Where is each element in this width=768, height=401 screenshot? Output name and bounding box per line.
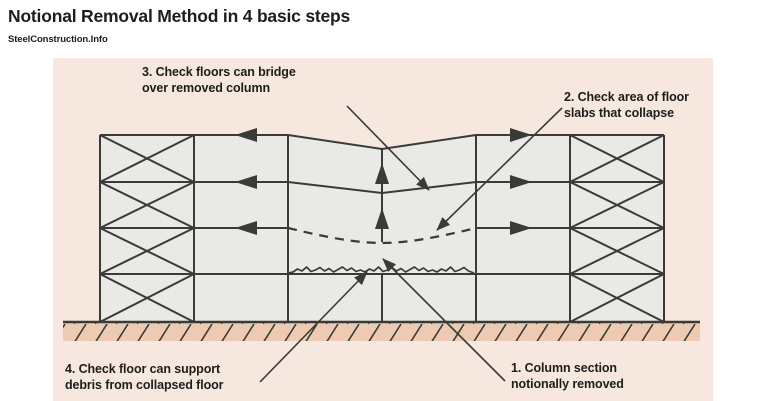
ground-hatch <box>63 320 700 341</box>
right-arrow-icon <box>510 128 532 142</box>
left-arrow-icon <box>235 175 257 189</box>
up-arrow-icon <box>375 163 389 184</box>
floor3-line <box>100 181 664 195</box>
right-arrow-icon <box>510 175 532 189</box>
right-arrow-icon <box>510 221 532 235</box>
braced-bay-right <box>569 134 665 323</box>
annotation-step1: 1. Column section notionally removed <box>511 361 624 391</box>
leader-lines <box>259 105 563 383</box>
leader-step1 <box>382 258 506 382</box>
annotation-step3: 3. Check floors can bridge over removed … <box>142 65 296 95</box>
debris-line <box>288 266 475 274</box>
load-transfer-arrows <box>235 128 532 235</box>
left-arrow-icon <box>235 128 257 142</box>
up-arrow-icon <box>375 208 389 229</box>
page-title: Notional Removal Method in 4 basic steps <box>8 6 351 26</box>
left-arrow-icon <box>235 221 257 235</box>
annotation-step4: 4. Check floor can support debris from c… <box>65 362 224 392</box>
annotation-step2: 2. Check area of floor slabs that collap… <box>564 90 689 120</box>
frame-diagram-svg <box>63 105 700 383</box>
leader-step3 <box>346 105 430 191</box>
source-attribution: SteelConstruction.Info <box>8 34 108 45</box>
diagram-panel: 3. Check floors can bridge over removed … <box>53 58 713 401</box>
leader-step4 <box>259 271 368 383</box>
collapsed-slab-dashed-line <box>287 226 477 245</box>
roof-line <box>100 134 664 151</box>
leader-step2 <box>436 107 563 231</box>
braced-bay-left <box>99 134 195 323</box>
